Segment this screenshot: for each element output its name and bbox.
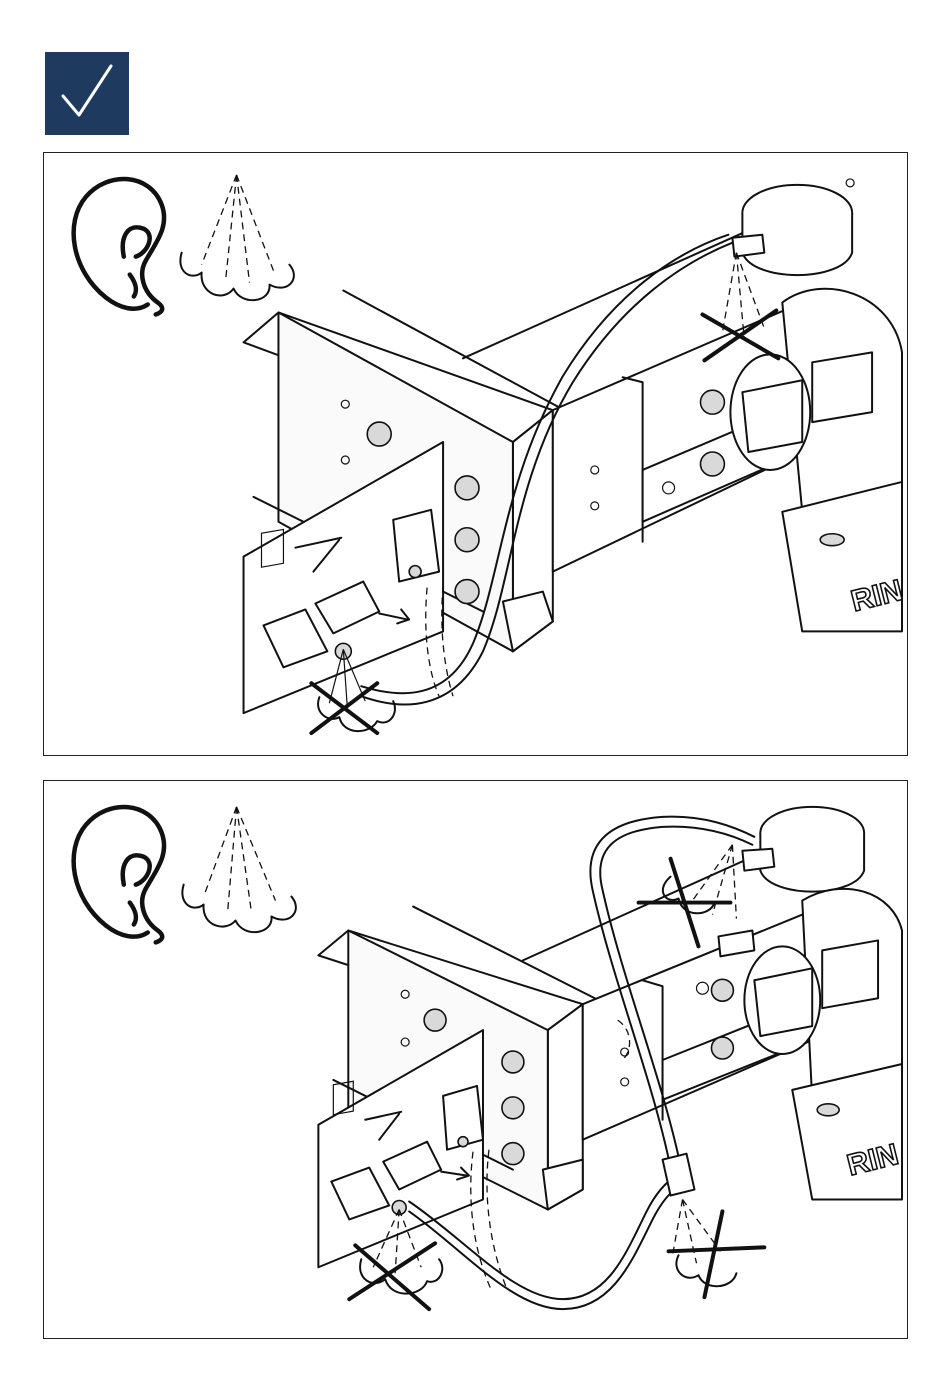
brake-chamber bbox=[732, 179, 854, 275]
check-badge bbox=[45, 52, 129, 135]
ear-icon bbox=[74, 179, 164, 314]
air-spray-icon bbox=[180, 175, 294, 300]
air-spray-icon bbox=[182, 807, 296, 932]
illustration-panel-bottom: RIN bbox=[43, 780, 908, 1339]
checkmark-icon bbox=[45, 52, 129, 135]
ear-icon bbox=[74, 807, 164, 942]
illustration-panel-top: RIN bbox=[43, 152, 908, 756]
